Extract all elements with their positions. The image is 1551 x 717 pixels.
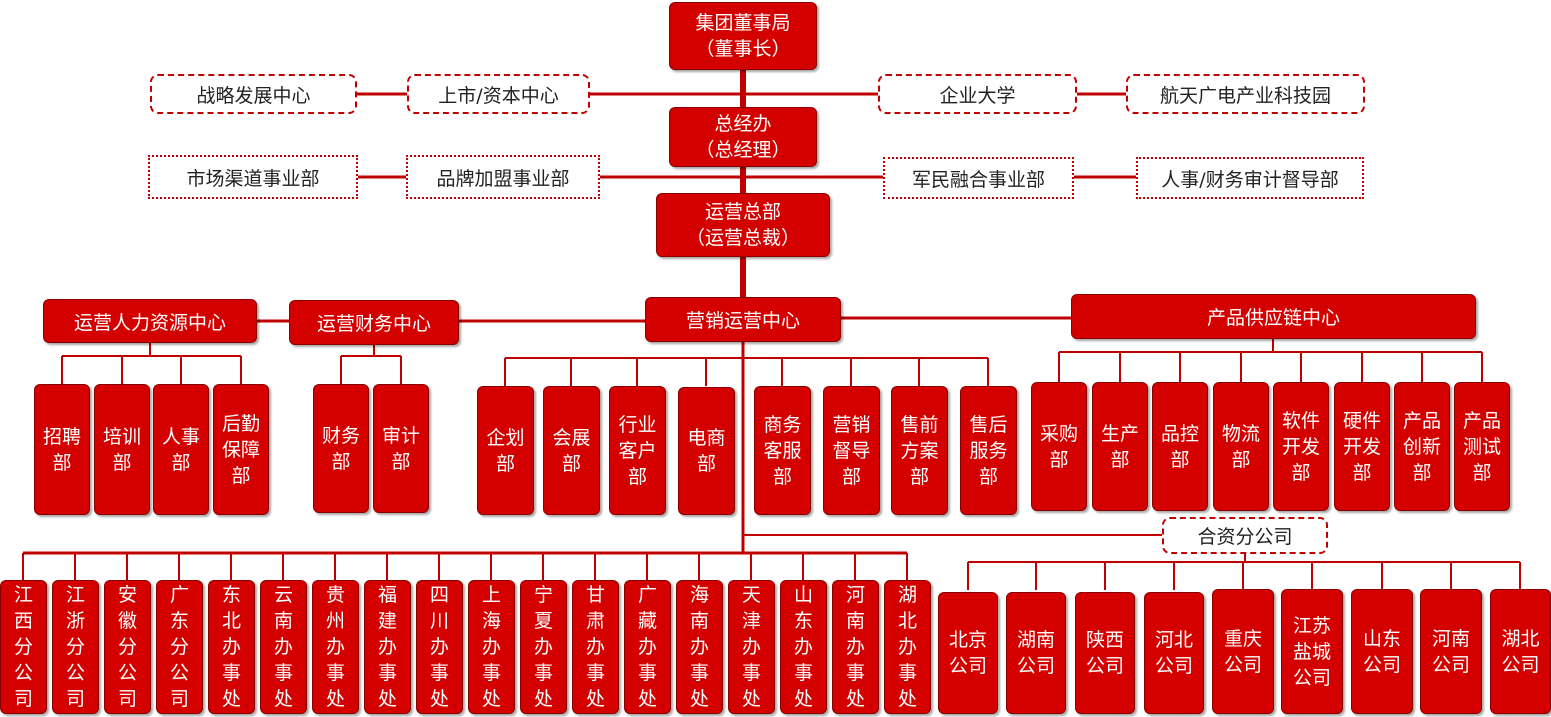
ops-hq-subtitle: （运营总裁）: [685, 227, 800, 249]
branch-office[interactable]: 福建办事处: [364, 580, 411, 714]
branch-office[interactable]: 海南办事处: [676, 580, 723, 714]
supply-chain-center[interactable]: 产品供应链中心: [1071, 294, 1476, 339]
jv-label[interactable]: 合资分公司: [1162, 517, 1328, 554]
branch-office[interactable]: 贵州办事处: [312, 580, 359, 714]
dept-innovation[interactable]: 产品创新部: [1394, 382, 1450, 511]
dept-ecommerce[interactable]: 电商部: [678, 387, 735, 515]
board-subtitle: （董事长）: [695, 38, 791, 60]
branch-office[interactable]: 湖北办事处: [884, 580, 931, 714]
jv-company[interactable]: 北京公司: [938, 592, 998, 714]
dept-recruiting[interactable]: 招聘部: [34, 384, 90, 515]
marketing-center[interactable]: 营销运营中心: [645, 297, 841, 342]
branch-office[interactable]: 上海办事处: [468, 580, 515, 714]
dept-exhibition[interactable]: 会展部: [543, 386, 600, 515]
jv-company[interactable]: 山东公司: [1351, 589, 1413, 714]
branch-office[interactable]: 江浙分公司: [52, 580, 99, 714]
jv-company[interactable]: 江苏盐城公司: [1281, 589, 1343, 714]
ops-hq-title: 运营总部: [704, 201, 781, 223]
gm-office-title: 总经办: [714, 113, 772, 135]
dept-logistics[interactable]: 物流部: [1213, 382, 1269, 511]
dept-production[interactable]: 生产部: [1092, 382, 1148, 511]
jv-company[interactable]: 湖南公司: [1006, 592, 1066, 714]
ops-hq-box[interactable]: 运营总部 （运营总裁）: [656, 193, 830, 257]
channel-division[interactable]: 市场渠道事业部: [148, 155, 358, 199]
dept-audit[interactable]: 审计部: [373, 384, 429, 513]
finance-center[interactable]: 运营财务中心: [289, 300, 459, 345]
dept-finance[interactable]: 财务部: [313, 384, 369, 513]
dept-presales[interactable]: 售前方案部: [891, 386, 948, 515]
dept-quality[interactable]: 品控部: [1152, 382, 1208, 511]
branch-office[interactable]: 江西分公司: [0, 580, 47, 714]
branch-office[interactable]: 天津办事处: [728, 580, 775, 714]
dept-training[interactable]: 培训部: [94, 384, 150, 515]
board-box[interactable]: 集团董事局 （董事长）: [669, 2, 817, 70]
branch-office[interactable]: 四川办事处: [416, 580, 463, 714]
branch-office[interactable]: 安徽分公司: [104, 580, 151, 714]
gm-office-box[interactable]: 总经办 （总经理）: [669, 107, 817, 167]
branch-office[interactable]: 宁夏办事处: [520, 580, 567, 714]
dept-aftersales[interactable]: 售后服务部: [960, 386, 1017, 515]
military-civil-division[interactable]: 军民融合事业部: [883, 157, 1074, 199]
jv-company[interactable]: 重庆公司: [1212, 589, 1274, 714]
dept-industry-clients[interactable]: 行业客户部: [609, 386, 666, 515]
corporate-university[interactable]: 企业大学: [878, 74, 1077, 114]
capital-center[interactable]: 上市/资本中心: [407, 74, 590, 114]
dept-testing[interactable]: 产品测试部: [1454, 382, 1510, 511]
dept-hardware[interactable]: 硬件开发部: [1334, 382, 1390, 511]
branch-office[interactable]: 河南办事处: [832, 580, 879, 714]
gm-office-subtitle: （总经理）: [695, 139, 791, 161]
jv-company[interactable]: 河北公司: [1144, 592, 1204, 714]
jv-company[interactable]: 湖北公司: [1490, 589, 1551, 714]
dept-purchasing[interactable]: 采购部: [1031, 382, 1087, 511]
hr-center[interactable]: 运营人力资源中心: [43, 299, 257, 343]
dept-sales-supervision[interactable]: 营销督导部: [823, 386, 880, 515]
jv-company[interactable]: 陕西公司: [1075, 592, 1135, 714]
dept-personnel[interactable]: 人事部: [153, 384, 209, 515]
strategy-center[interactable]: 战略发展中心: [150, 74, 357, 114]
dept-planning[interactable]: 企划部: [477, 386, 534, 515]
brand-division[interactable]: 品牌加盟事业部: [406, 155, 600, 199]
dept-logistics-support[interactable]: 后勤保障部: [213, 384, 269, 515]
tech-park[interactable]: 航天广电产业科技园: [1126, 74, 1365, 114]
branch-office[interactable]: 甘肃办事处: [572, 580, 619, 714]
dept-customer-service[interactable]: 商务客服部: [754, 386, 811, 515]
branch-office[interactable]: 云南办事处: [260, 580, 307, 714]
dept-software[interactable]: 软件开发部: [1273, 382, 1329, 511]
branch-office[interactable]: 广东分公司: [156, 580, 203, 714]
branch-office[interactable]: 东北办事处: [208, 580, 255, 714]
board-title: 集团董事局: [695, 12, 791, 34]
jv-company[interactable]: 河南公司: [1420, 589, 1482, 714]
audit-division[interactable]: 人事/财务审计督导部: [1136, 157, 1364, 199]
branch-office[interactable]: 山东办事处: [780, 580, 827, 714]
branch-office[interactable]: 广藏办事处: [624, 580, 671, 714]
